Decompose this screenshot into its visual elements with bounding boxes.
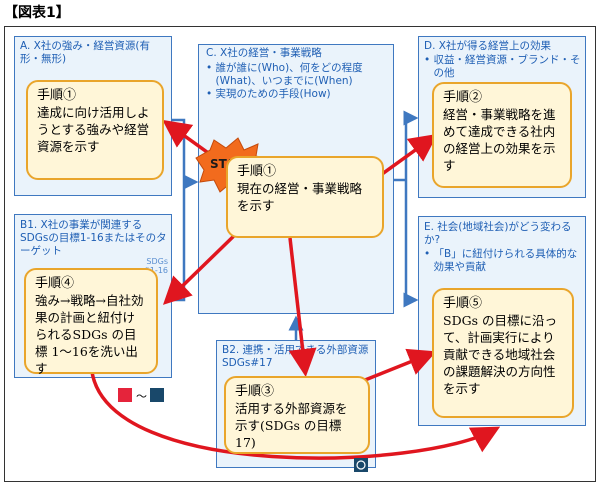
arrow-to-step4 (162, 228, 242, 305)
panel-d-title: D. X社が得る経営上の効果 (424, 40, 551, 52)
panel-b2-title: B2. 連携・活用できる外部資源 SDGs#17 (222, 344, 379, 369)
panel-d-bullet-1: • 収益・経営資源・ブランド・その他 (424, 54, 581, 79)
step-1-strengths-heading: 手順① (37, 88, 77, 103)
red-arrows (90, 119, 501, 460)
step-5-community: 手順⑤ SDGs の目標に沿って、計画実行により貢献できる地域社会の課題解決の方… (432, 288, 574, 418)
panel-b1-title: B1. X社の事業が関連するSDGsの目標1-16またはそのターゲット (20, 219, 167, 257)
step-1-strengths: 手順① 達成に向け活用しようとする強みや経営資源を示す (26, 80, 164, 180)
step-1-strategy-text: 現在の経営・事業戦略を示す (237, 181, 363, 213)
sdgs-range-note: SDGs #1-16 (143, 257, 168, 275)
sdg-icons (118, 388, 368, 472)
arrow-to-step3 (288, 237, 317, 377)
step-5-community-heading: 手順⑤ (443, 296, 483, 311)
sdg-goal-16-icon (150, 388, 164, 402)
step-2-effects-heading: 手順② (443, 90, 483, 105)
step-1-strategy: 手順① 現在の経営・事業戦略を示す (226, 156, 384, 238)
panel-e-title: E. 社会(地域社会)がどう変わるか? (424, 221, 572, 246)
panel-e-bullet-1: • 「B」に紐付けられる具体的な効果や貢献 (424, 248, 578, 273)
arrow-to-step5 (359, 348, 437, 384)
panel-c-bullets: • 誰が誰に(Who)、何をどの程度(What)、いつまでに(When) • 実… (206, 62, 391, 101)
step-4-sdg-goals-text: 強み→戦略→自社効果の計画と紐付けられるSDGs の目標 1～16を洗い出す (35, 293, 144, 376)
panel-a-title: A. X社の強み・経営資源(有形・無形) (20, 40, 150, 65)
step-3-external-heading: 手順③ (235, 384, 275, 399)
panel-c-bullet-1: • 誰が誰に(Who)、何をどの程度(What)、いつまでに(When) (206, 62, 363, 87)
sdg-goal-1-icon (118, 388, 132, 402)
step-3-external: 手順③ 活用する外部資源を示す(SDGs の目標 17) (224, 376, 370, 454)
panel-e-bullets: • 「B」に紐付けられる具体的な効果や貢献 (424, 248, 582, 274)
arrow-b1-to-step5 (90, 371, 501, 460)
step-1-strategy-heading: 手順① (237, 164, 277, 179)
sdg-range-tilde: ～ (136, 390, 147, 403)
panel-d-bullets: • 収益・経営資源・ブランド・その他 (424, 54, 582, 80)
panel-c-title: C. X社の経営・事業戦略 (206, 47, 322, 59)
step-1-strengths-text: 達成に向け活用しようとする強みや経営資源を示す (37, 105, 150, 154)
step-5-community-text: SDGs の目標に沿って、計画実行により貢献できる地域社会の課題解決の方向性を示… (443, 313, 557, 396)
step-4-sdg-goals-heading: 手順④ (35, 276, 75, 291)
step-3-external-text: 活用する外部資源を示す(SDGs の目標 17) (235, 401, 348, 450)
step-2-effects-text: 経営・事業戦略を進めて達成できる社内の経営上の効果を示す (443, 107, 556, 173)
step-2-effects: 手順② 経営・事業戦略を進めて達成できる社内の経営上の効果を示す (432, 82, 572, 188)
panel-c-bullet-2: • 実現のための手段(How) (206, 88, 331, 100)
step-4-sdg-goals: 手順④ 強み→戦略→自社効果の計画と紐付けられるSDGs の目標 1～16を洗い… (24, 268, 158, 376)
left-bracket (172, 118, 186, 302)
figure-title: 【図表1】 (4, 5, 70, 21)
sdg-goal-17-icon (354, 458, 368, 472)
diagram-frame (4, 26, 596, 482)
sdg-goal-17-ring (356, 460, 366, 470)
